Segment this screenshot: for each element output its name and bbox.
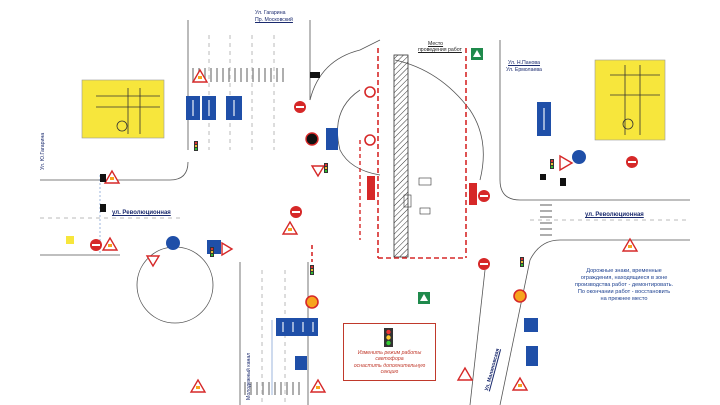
traffic-light-icon	[324, 163, 328, 173]
direction-sign-icon	[166, 236, 180, 250]
no-entry-sign-icon	[294, 101, 306, 113]
tree-icon	[471, 48, 483, 60]
roadworks-sign-icon	[281, 220, 299, 235]
street-label-bottom-left-vertical: Молодежный канал	[246, 352, 252, 400]
mini-map-left	[81, 79, 165, 139]
tree-icons	[418, 48, 483, 304]
direction-sign-icon	[326, 128, 338, 150]
yield-signs	[145, 154, 574, 268]
traffic-light-icon	[310, 265, 314, 275]
traffic-light-icon	[384, 328, 393, 347]
mini-map-right	[594, 59, 666, 141]
yield-sign-icon	[559, 154, 574, 172]
prohibition-signs	[305, 86, 527, 309]
direction-sign-icon	[526, 346, 538, 366]
street-label-top-2: Пр. Московский	[255, 17, 293, 23]
yield-sign-icon	[221, 241, 234, 257]
traffic-light-icon	[520, 257, 524, 267]
street-label-right-top-1: Ул. Н.Панова	[508, 60, 540, 66]
traffic-light-icon	[210, 247, 214, 257]
legend-text: Дорожные знаки, временные ограждения, на…	[574, 268, 674, 302]
street-label-left-vertical: Ул. Ю.Гагарина	[40, 132, 46, 170]
direction-sign-icon	[524, 318, 538, 332]
roadworks-sign-icon	[309, 378, 327, 393]
direction-sign-icon	[276, 318, 318, 336]
direction-sign-icon	[295, 356, 307, 370]
roadworks-sign-icon	[101, 236, 119, 251]
work-zone	[311, 48, 477, 262]
traffic-light-icon	[550, 159, 554, 169]
no-entry-sign-icon	[478, 190, 490, 202]
roadworks-signs	[101, 68, 639, 393]
roadworks-sign-icon	[456, 366, 474, 381]
no-entry-sign-icon	[90, 239, 102, 251]
no-entry-sign-icon	[290, 206, 302, 218]
roadworks-sign-icon	[621, 237, 639, 252]
traffic-light-icon	[194, 141, 198, 151]
street-label-work-1: Место	[428, 41, 444, 47]
lane-markings	[40, 35, 690, 405]
roadworks-sign-icon	[511, 376, 529, 391]
car-icon	[419, 207, 431, 215]
no-entry-signs	[90, 101, 638, 270]
roadworks-sign-icon	[189, 378, 207, 393]
roadworks-sign-icon	[191, 68, 209, 83]
yield-sign-icon	[145, 255, 161, 268]
street-label-work-2: проведения работ	[418, 47, 462, 53]
street-label-right-horizontal: ул. Революционная	[585, 212, 644, 218]
car-icons	[403, 177, 432, 215]
direction-sign-icon	[572, 150, 586, 164]
no-entry-sign-icon	[626, 156, 638, 168]
pole-tags	[66, 72, 566, 244]
traffic-light-change-note: Изменить режим работы светофора оснастит…	[343, 323, 436, 381]
car-icon	[418, 177, 432, 186]
yield-sign-icon	[310, 165, 326, 178]
note-text: Изменить режим работы светофора оснастит…	[353, 350, 426, 376]
roadworks-sign-icon	[103, 169, 121, 184]
street-label-top-1: Ул. Гагарина	[255, 10, 286, 16]
tree-icon	[418, 292, 430, 304]
street-label-left-horizontal: ул. Революционная	[112, 210, 171, 216]
car-icon	[403, 194, 412, 208]
no-entry-sign-icon	[478, 258, 490, 270]
direction-signs	[166, 96, 586, 370]
road-edges	[40, 20, 690, 405]
street-label-right-top-2: Ул. Ермолаева	[506, 67, 542, 73]
